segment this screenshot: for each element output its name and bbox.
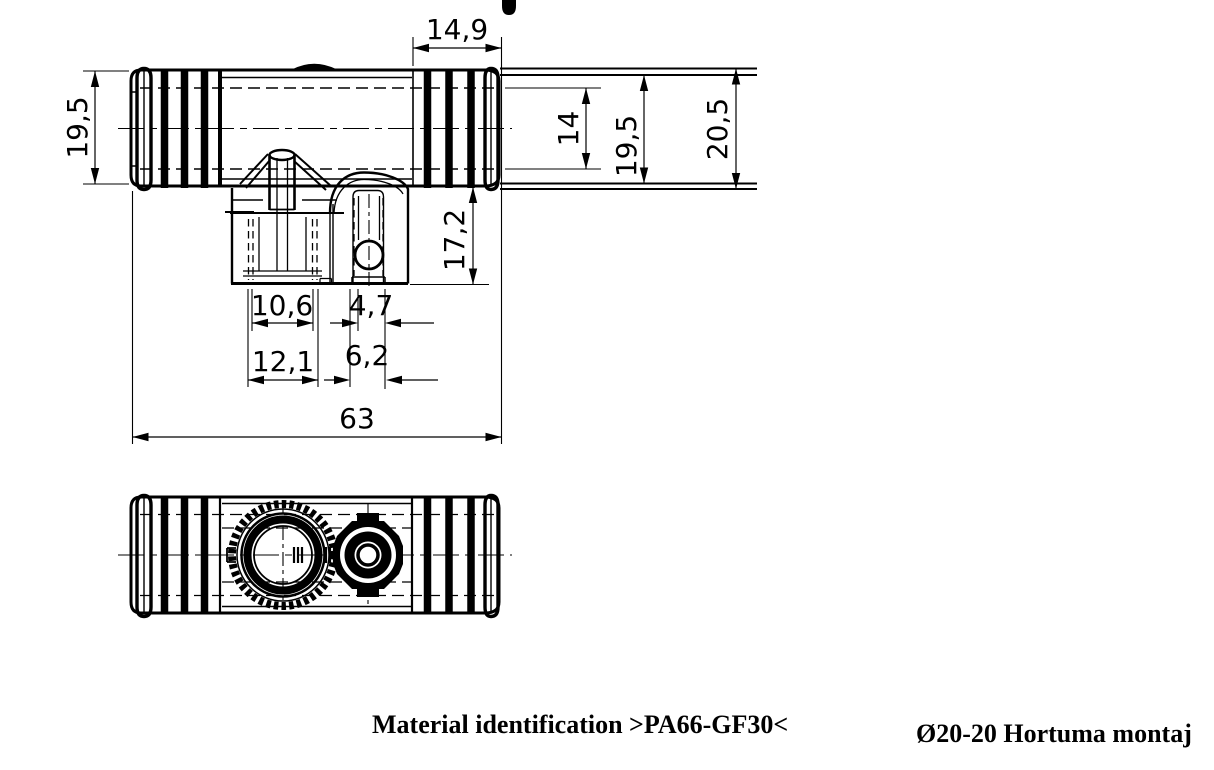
dim-slot-outer-width-label: 12,1 (252, 345, 314, 378)
front-gate-mark (291, 63, 338, 71)
dim-slot-outer-width: 12,1 (247, 289, 319, 387)
front-arch (328, 171, 410, 214)
dim-hole-outer-width-label: 6,2 (345, 339, 390, 372)
dim-left-barb-od: 19,5 (61, 70, 129, 185)
dim-overall-length: 63 (131, 191, 502, 444)
assembly-note: Ø20-20 Hortuma montaj (916, 719, 1192, 748)
dim-hose-inner-dia: 14 (505, 87, 601, 170)
bottom-screw-boss (333, 513, 403, 597)
dimensions: 14,9 19,5 14 19,5 20,5 (61, 13, 741, 444)
bottom-tube-outline (118, 493, 512, 619)
dim-branch-height: 17,2 (410, 187, 489, 286)
cropped-text-fragment (502, 0, 516, 15)
dim-end-od: 19,5 (610, 75, 649, 184)
front-latch-pin (268, 148, 296, 271)
thread-tick-marks (292, 547, 336, 563)
dim-insert-depth: 14,9 (412, 13, 503, 444)
front-screw-hole (353, 239, 385, 271)
front-latch-arms (239, 153, 332, 191)
dim-overall-length-label: 63 (339, 402, 375, 435)
dim-hole-inner-width: 4,7 (330, 289, 434, 389)
dim-left-barb-od-label: 19,5 (61, 96, 94, 158)
front-branch-body (225, 148, 410, 287)
bottom-view (118, 493, 512, 619)
dim-slot-inner-width-label: 10,6 (251, 289, 313, 322)
dim-insert-depth-label: 14,9 (426, 13, 488, 46)
front-bore-hidden-lines (140, 87, 496, 170)
dim-hole-outer-width: 6,2 (324, 289, 438, 387)
dim-branch-height-label: 17,2 (438, 209, 471, 271)
dim-hose-outer-dia-label: 20,5 (701, 98, 734, 160)
dim-hose-inner-dia-label: 14 (552, 111, 585, 147)
dim-end-od-label: 19,5 (610, 115, 643, 177)
dim-slot-inner-width: 10,6 (251, 289, 314, 331)
dim-hose-outer-dia: 20,5 (701, 68, 741, 189)
front-view (118, 63, 757, 287)
material-note: Material identification >PA66-GF30< (372, 710, 788, 739)
dim-hole-inner-width-label: 4,7 (349, 289, 394, 322)
notes: Material identification >PA66-GF30< Ø20-… (372, 710, 1192, 748)
hose-outline (500, 67, 757, 190)
